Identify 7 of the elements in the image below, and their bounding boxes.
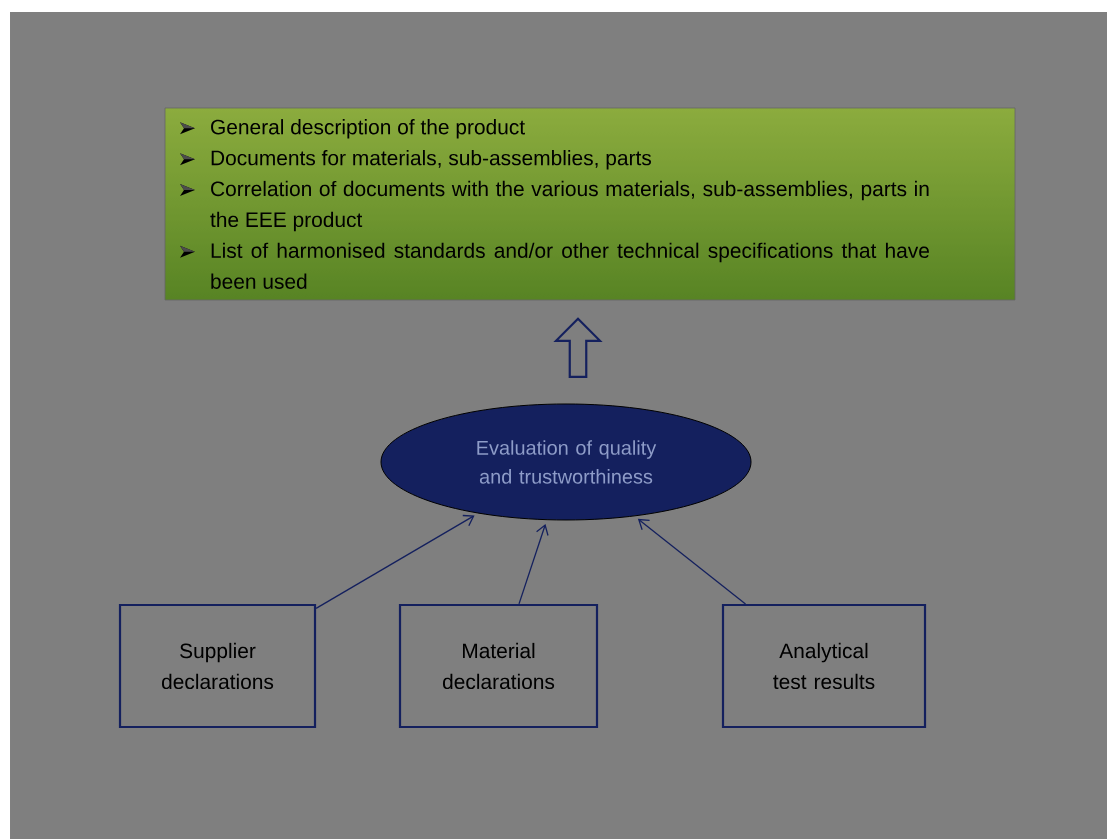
input-box: Material declarations	[398, 603, 599, 729]
arrow	[637, 518, 747, 605]
bullet-list-box: General description of the product Documents for materials, sub-assemblies, parts Correlation of documents with the various materials, sub-assemblies, parts in the EEE product List of harmonised standards and/or other technical specifications that have been used	[164, 107, 1016, 301]
arrow	[315, 514, 475, 610]
input-box: Supplier declarations	[118, 603, 317, 729]
input-box: Analytical test results	[721, 603, 927, 729]
arrow	[518, 523, 549, 605]
